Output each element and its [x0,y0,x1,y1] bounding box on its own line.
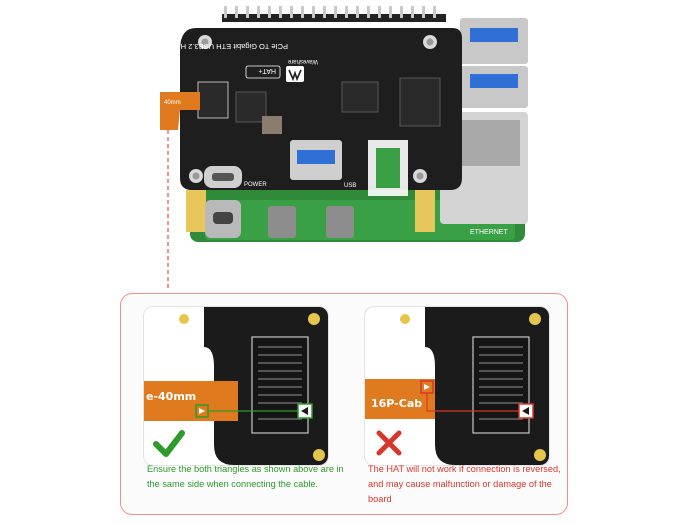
power-label: POWER [244,182,267,188]
wrong-connection-diagram: 16P-Cab [365,307,549,465]
cable-label: e-40mm [146,390,196,403]
standoff [186,190,206,232]
hat-board-photo: ETHERNET PCIe TO Gigabit ETH USB3.2 HAT+… [160,6,528,290]
wrong-caption: The HAT will not work if connection is r… [368,464,561,504]
instruction-panel: e-40mm [120,293,568,515]
ribbon-cable [160,92,200,130]
micro-hdmi-port [326,206,354,238]
chip [399,77,441,127]
ffc-connector [197,81,229,119]
chip [341,81,379,113]
chip [235,91,267,123]
micro-hdmi-port [268,206,296,238]
gpio-header [222,6,446,22]
check-icon [153,430,185,457]
cable-label: 16P-Cab [371,397,422,410]
ribbon-label: 40mm [164,100,181,106]
usb-label: USB [344,183,356,189]
board-title: PCIe TO Gigabit ETH USB3.2 HAT+ [167,42,288,51]
wrong-example-card: 16P-Cab [364,306,550,466]
brand-label: Waveshare [287,58,318,64]
ethernet-label: ETHERNET [470,229,508,236]
hat-badge: HAT+ [258,67,276,74]
correct-caption: Ensure the both triangles as shown above… [147,464,344,489]
inductor [262,116,282,134]
waveshare-logo [286,66,304,82]
correct-example-card: e-40mm [143,306,329,466]
correct-connection-diagram: e-40mm [144,307,328,465]
standoff [415,190,435,232]
cross-icon [376,430,402,456]
